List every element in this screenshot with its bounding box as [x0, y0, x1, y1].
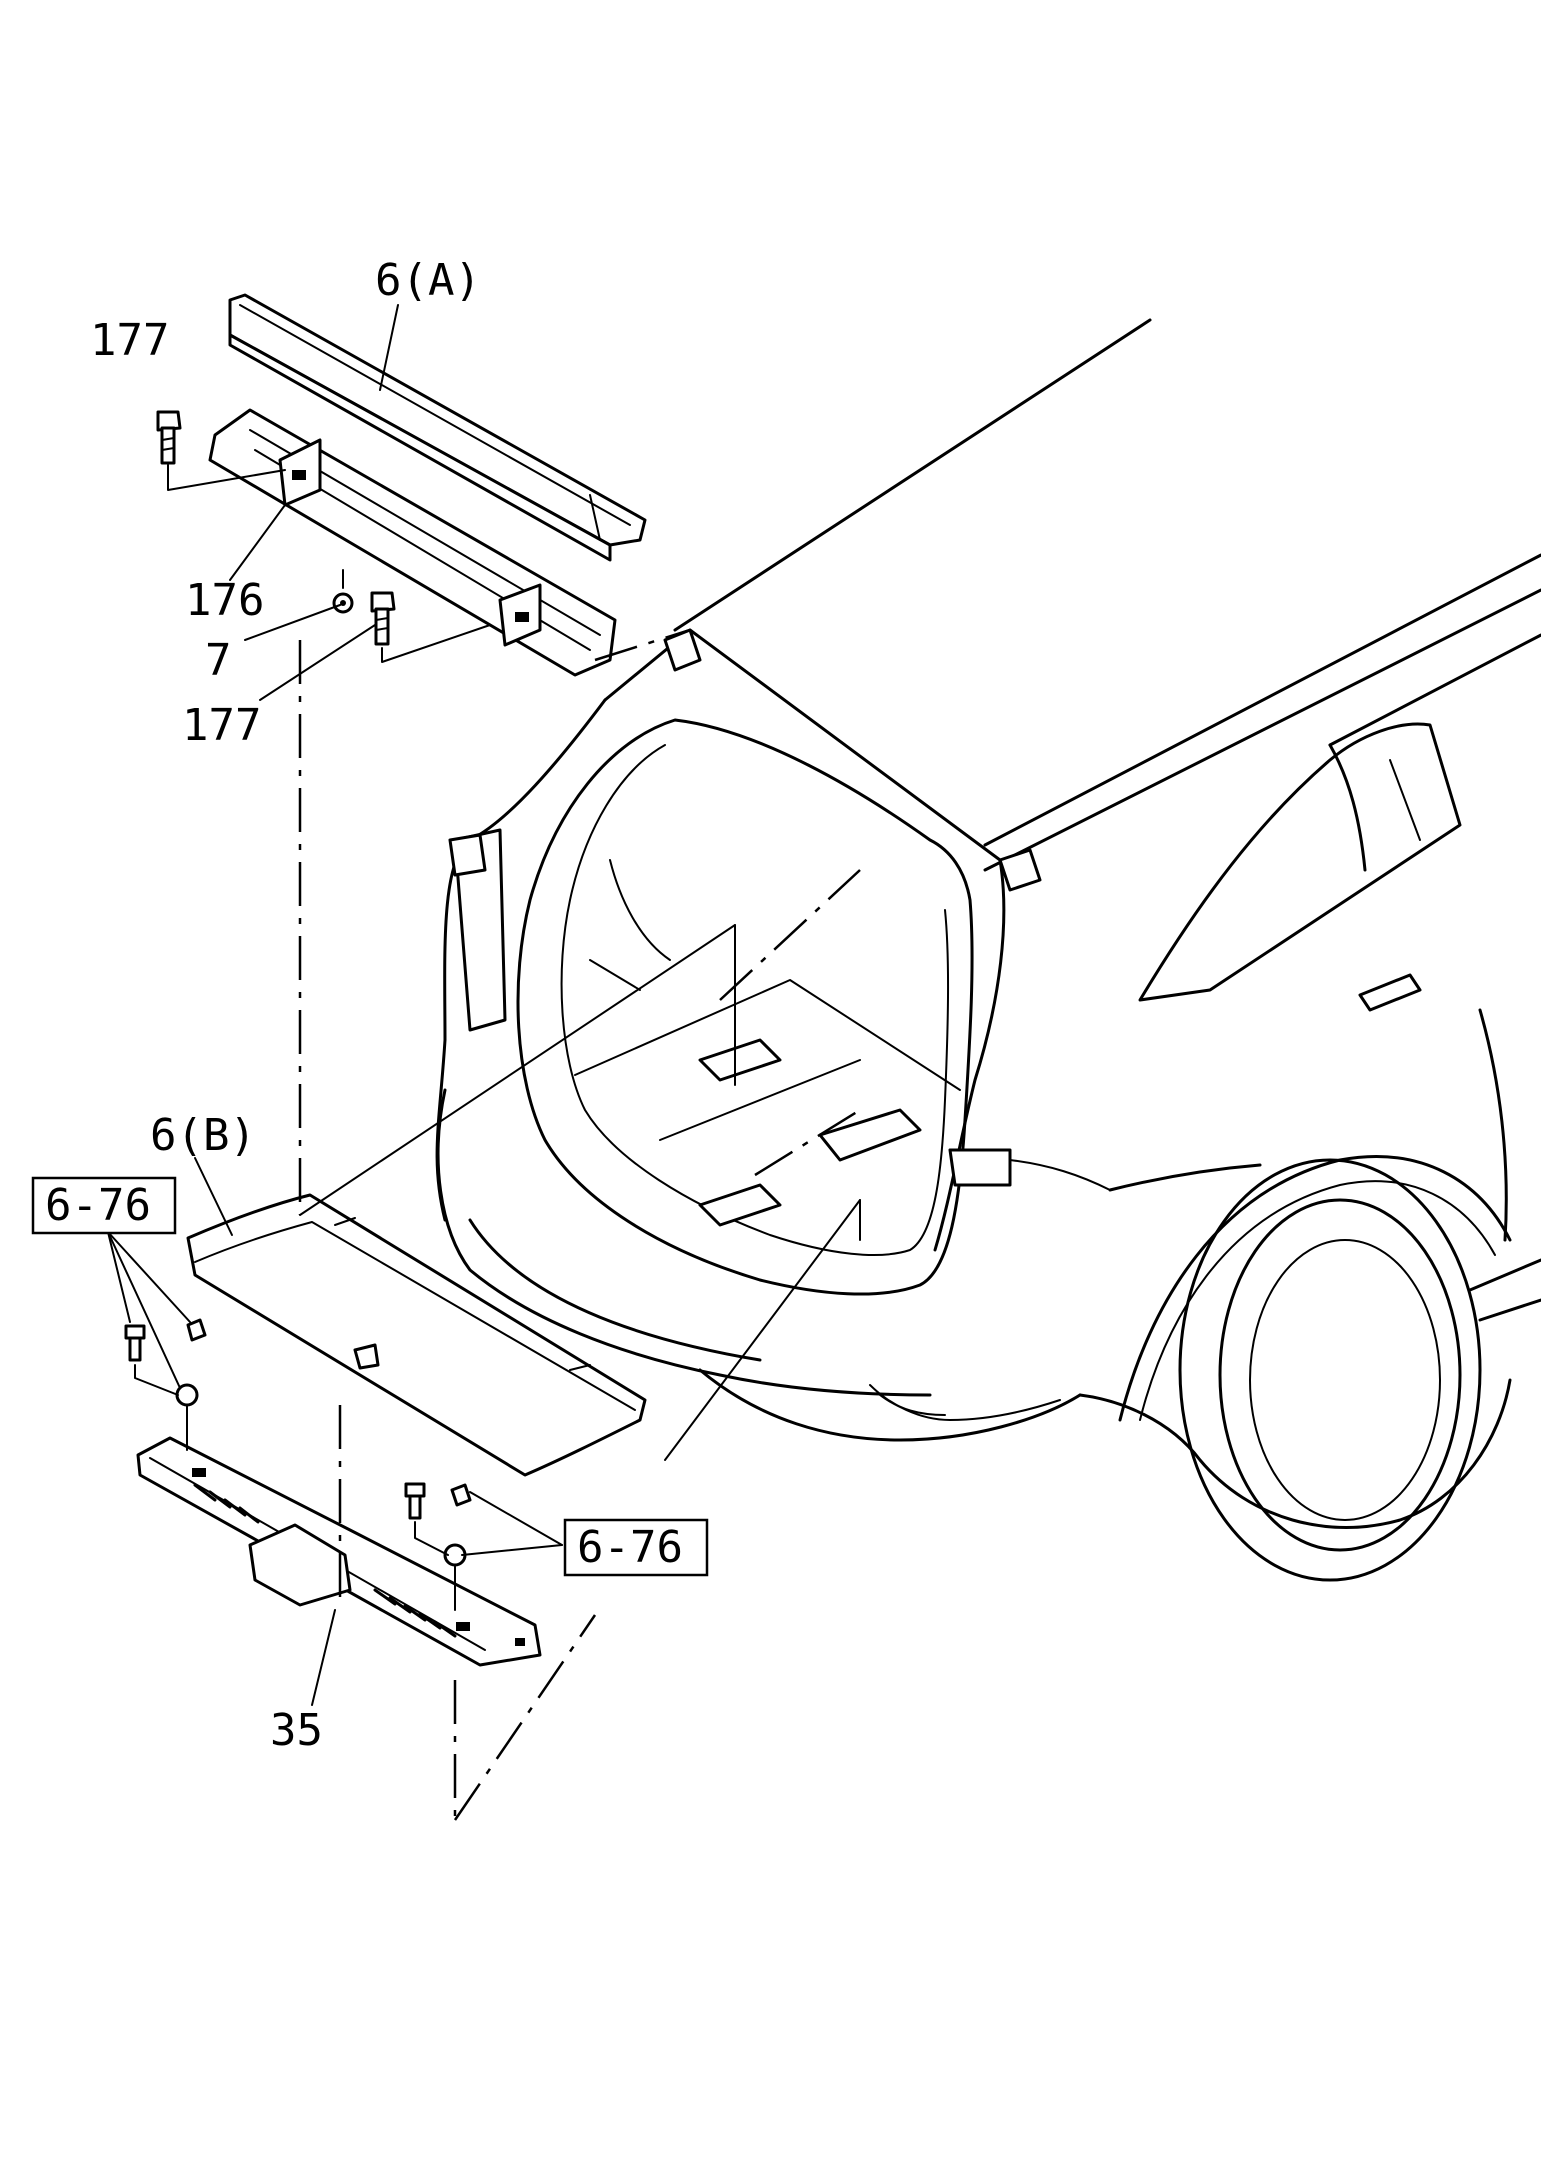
guide-177-bottom — [381, 624, 491, 663]
fasteners-right — [404, 1482, 472, 1611]
callout-177-bottom: 177 — [182, 700, 261, 751]
ref-box-left: 6-76 — [31, 1176, 177, 1235]
nut-7 — [332, 569, 354, 614]
leader-lines — [107, 304, 861, 1706]
bolt-177-top — [156, 410, 182, 465]
guide-177-top — [167, 464, 286, 491]
ref-box-right: 6-76 — [563, 1518, 709, 1577]
part-6a-tonneau-roll — [228, 293, 647, 562]
callout-177-top: 177 — [90, 315, 169, 366]
part-35-scuff-plate — [136, 1436, 542, 1667]
ref-label-right: 6-76 — [577, 1522, 683, 1573]
callout-35: 35 — [270, 1705, 323, 1756]
part-176-cover-holder — [208, 408, 617, 677]
bolt-177-bottom — [370, 591, 396, 646]
vehicle-body — [435, 318, 1541, 1582]
callout-6a: 6(A) — [375, 255, 481, 306]
callout-6b: 6(B) — [150, 1110, 256, 1161]
ref-label-left: 6-76 — [45, 1180, 151, 1231]
callout-176: 176 — [185, 575, 264, 626]
scuff-ribs — [193, 1483, 457, 1638]
fasteners-left — [124, 1318, 207, 1451]
assembly-dash-lines — [298, 628, 861, 1821]
callout-7: 7 — [205, 635, 232, 686]
part-6b-floor-board — [186, 1193, 647, 1477]
